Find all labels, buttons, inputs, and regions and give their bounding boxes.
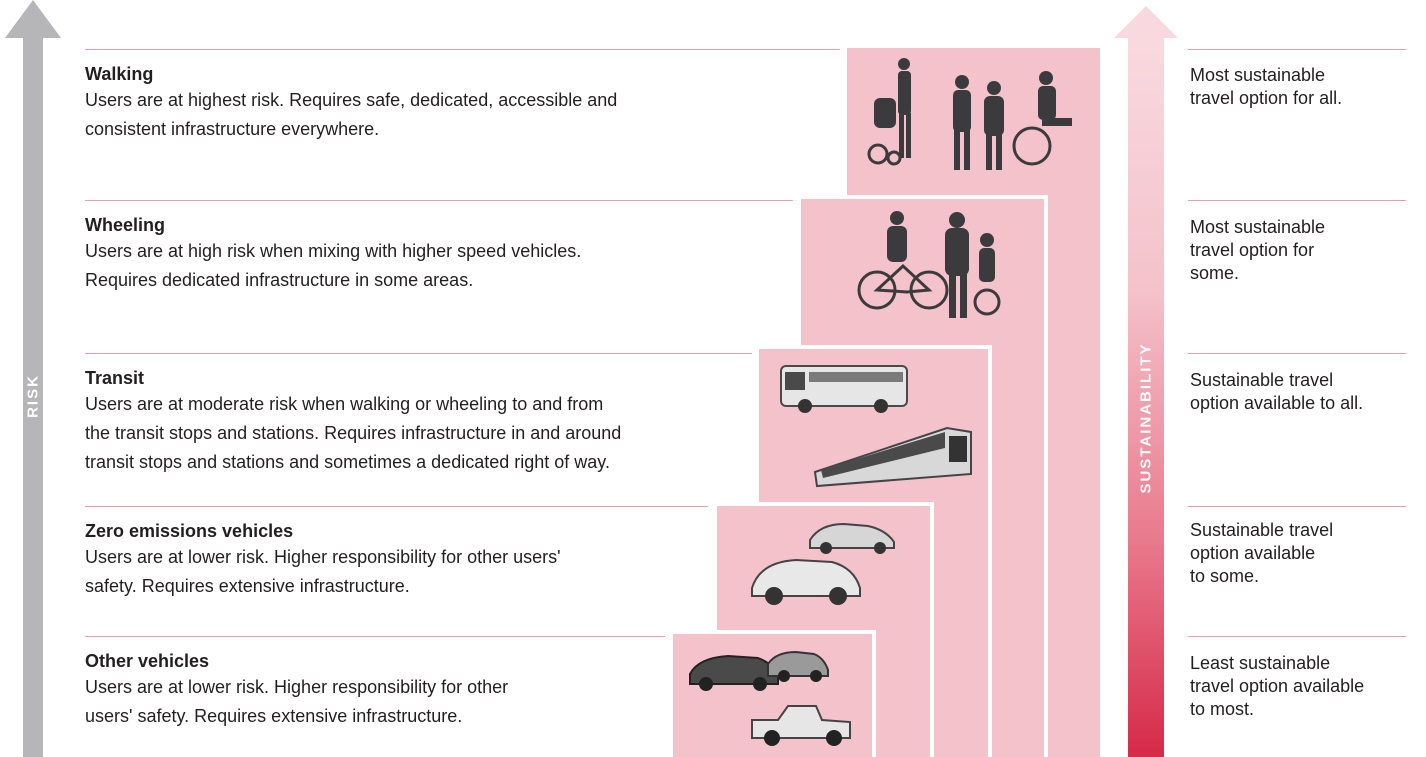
mode-desc-line: safety. Requires extensive infrastructur…	[85, 576, 410, 596]
mode-title: Other vehicles	[85, 651, 210, 671]
mode-desc-line: Users are at moderate risk when walking …	[85, 394, 604, 414]
mode-desc-line: Users are at lower risk. Higher responsi…	[85, 547, 561, 567]
mode-title: Zero emissions vehicles	[85, 521, 294, 541]
step-outline-zero-emissions	[713, 502, 934, 757]
note-line: Most sustainable	[1190, 217, 1326, 237]
note-line: option available to all.	[1190, 393, 1364, 413]
risk-arrow	[23, 37, 43, 757]
note-transit: Sustainable travel option available to a…	[1190, 369, 1363, 415]
separator-transit	[85, 353, 752, 354]
separator-other-vehicles	[85, 636, 665, 637]
mode-zero-emissions: Zero emissions vehicles Users are at low…	[85, 519, 561, 601]
mode-desc-line: Users are at high risk when mixing with …	[85, 241, 582, 261]
separator-wheeling	[85, 200, 793, 201]
note-line: some.	[1190, 263, 1240, 283]
sustainability-label: SUSTAINABILITY	[1137, 342, 1155, 494]
note-zero-emissions: Sustainable travel option available to s…	[1190, 519, 1333, 588]
bus-and-train-icon	[780, 365, 972, 488]
step-outline-other-vehicles	[669, 630, 876, 757]
note-line: Least sustainable	[1190, 653, 1331, 673]
mode-transit: Transit Users are at moderate risk when …	[85, 366, 621, 477]
separator-zero-emissions	[85, 506, 708, 507]
mode-title: Wheeling	[85, 215, 165, 235]
note-wheeling: Most sustainable travel option for some.	[1190, 216, 1325, 285]
electric-cars-icon	[751, 522, 895, 605]
mode-desc-line: users' safety. Requires extensive infras…	[85, 706, 463, 726]
step-outline-wheeling	[797, 195, 1048, 757]
mode-desc-line: transit stops and stations and sometimes…	[85, 452, 610, 472]
note-line: to some.	[1190, 566, 1260, 586]
step-outline-transit	[755, 345, 992, 757]
note-line: travel option for	[1190, 240, 1315, 260]
mode-desc-line: Users are at lower risk. Higher responsi…	[85, 677, 509, 697]
mode-desc-line: consistent infrastructure everywhere.	[85, 119, 380, 139]
note-separator	[1188, 636, 1406, 637]
mode-title: Transit	[85, 368, 145, 388]
mode-desc-line: Users are at highest risk. Requires safe…	[85, 90, 618, 110]
mode-other-vehicles: Other vehicles Users are at lower risk. …	[85, 649, 508, 731]
cyclists-icon	[857, 211, 1001, 318]
mode-title: Walking	[85, 64, 154, 84]
risk-arrow-head	[5, 0, 61, 38]
note-line: option available	[1190, 543, 1316, 563]
cars-and-truck-icon	[689, 650, 851, 746]
note-line: travel option for all.	[1190, 88, 1343, 108]
pedestrians-icon	[867, 58, 1072, 170]
mode-walking: Walking Users are at highest risk. Requi…	[85, 62, 617, 144]
note-line: Sustainable travel	[1190, 520, 1334, 540]
sustainability-arrow	[1128, 37, 1164, 757]
note-line: Sustainable travel	[1190, 370, 1334, 390]
separator-walking	[85, 49, 840, 50]
note-walking: Most sustainable travel option for all.	[1190, 64, 1342, 110]
risk-label: RISK	[24, 374, 42, 418]
note-separator	[1188, 506, 1406, 507]
note-line: Most sustainable	[1190, 65, 1326, 85]
mode-desc-line: Requires dedicated infrastructure in som…	[85, 270, 474, 290]
mode-wheeling: Wheeling Users are at high risk when mix…	[85, 213, 581, 295]
note-separator	[1188, 200, 1406, 201]
mode-desc-line: the transit stops and stations. Requires…	[85, 423, 622, 443]
note-separator	[1188, 49, 1406, 50]
note-other-vehicles: Least sustainable travel option availabl…	[1190, 652, 1364, 721]
note-separator	[1188, 353, 1406, 354]
sustainability-arrow-head	[1114, 6, 1178, 38]
note-line: travel option available	[1190, 676, 1365, 696]
note-line: to most.	[1190, 699, 1255, 719]
